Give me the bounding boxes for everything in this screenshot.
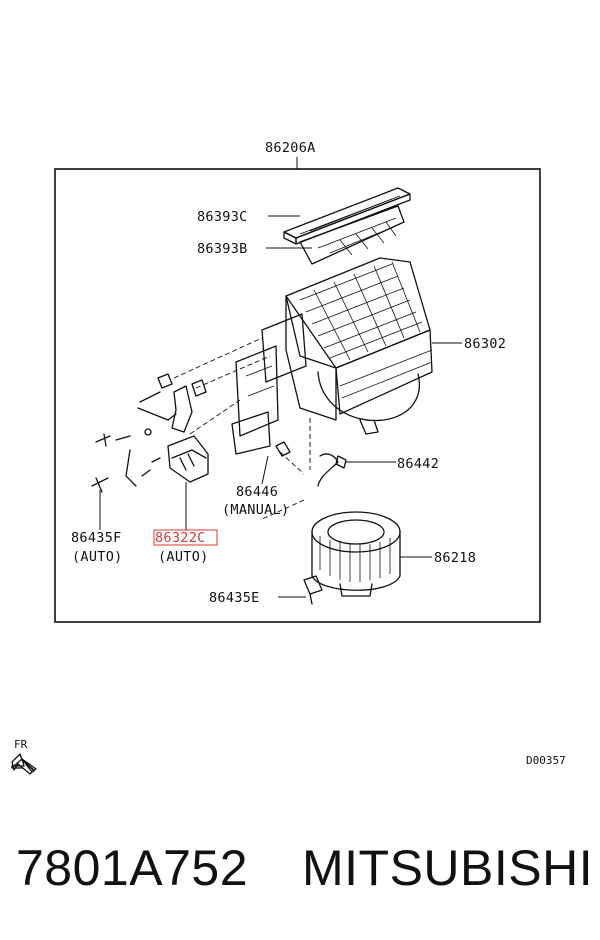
blower-case-drawing	[173, 257, 433, 475]
label-86302: 86302	[464, 336, 506, 352]
label-86442: 86442	[397, 456, 439, 472]
air-filter-drawing	[283, 187, 411, 265]
label-86393c: 86393C	[197, 209, 248, 225]
label-86206a: 86206A	[265, 140, 316, 156]
label-86435e: 86435E	[209, 590, 260, 606]
diagram-code: D00357	[526, 754, 566, 767]
orientation-label: FR	[14, 738, 28, 751]
label-86435f-note: (AUTO)	[72, 549, 123, 565]
footer: 7801A752 MITSUBISHI	[0, 838, 600, 898]
label-86218: 86218	[434, 550, 476, 566]
label-86435f: 86435F	[71, 530, 122, 546]
label-86446-note: (MANUAL)	[222, 502, 289, 518]
label-86446: 86446	[236, 484, 278, 500]
linkage-parts-drawing	[91, 373, 347, 493]
blower-motor-drawing	[259, 499, 401, 605]
brand-name: MITSUBISHI	[302, 840, 594, 896]
label-86322c-note: (AUTO)	[158, 549, 209, 565]
label-86393b: 86393B	[197, 241, 248, 257]
label-86322c: 86322C	[155, 530, 206, 546]
highlight-box-86322c	[153, 529, 218, 546]
part-number: 7801A752	[16, 840, 249, 896]
front-arrow-icon	[11, 753, 37, 775]
